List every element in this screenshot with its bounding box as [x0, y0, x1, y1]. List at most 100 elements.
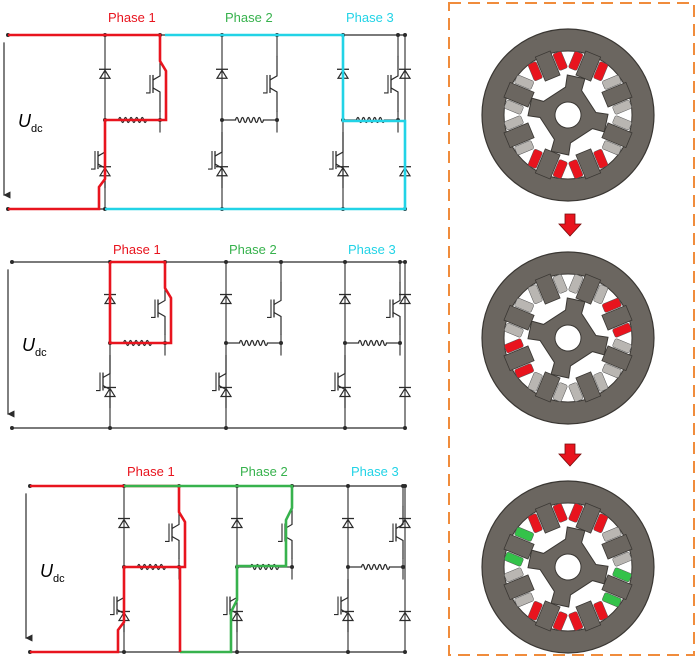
- junction-dot: [224, 260, 228, 264]
- junction-dot: [401, 484, 405, 488]
- diode-symbol: [398, 610, 412, 622]
- igbt-switch: [384, 55, 399, 112]
- phase-winding: [225, 339, 282, 347]
- igbt-switch: [267, 281, 282, 335]
- coil: [552, 274, 568, 294]
- current-path-phase3: [105, 33, 407, 211]
- coil: [568, 274, 584, 294]
- junction-dot: [224, 426, 228, 430]
- stator-pole: [601, 567, 633, 607]
- coil: [612, 338, 632, 354]
- junction-dot: [220, 118, 224, 122]
- coil: [528, 61, 543, 81]
- shaft-bore: [554, 553, 582, 581]
- transition-arrow-1: [558, 213, 582, 237]
- coil: [528, 372, 543, 392]
- transition-arrow-2: [558, 443, 582, 467]
- junction-dot: [108, 426, 112, 430]
- coil: [612, 551, 632, 567]
- stator-pole: [601, 527, 633, 567]
- rotor: [527, 74, 609, 156]
- coil: [528, 284, 543, 304]
- coil: [593, 284, 608, 304]
- junction-dot: [343, 426, 347, 430]
- coil: [593, 513, 608, 533]
- diode-symbol: [398, 68, 412, 79]
- junction-dot: [235, 650, 239, 654]
- circuit-bottom: Udc Phase 1 Phase 2 Phase 3: [25, 464, 412, 654]
- coil: [593, 601, 608, 621]
- diode-symbol: [398, 293, 412, 305]
- igbt-switch: [146, 55, 161, 112]
- down-arrow-icon: [558, 443, 582, 467]
- diode-symbol: [219, 293, 233, 305]
- phase-label: Phase 1: [127, 464, 175, 479]
- igbt-switch: [331, 355, 346, 409]
- stator-pole: [503, 75, 535, 115]
- junction-dot: [275, 118, 279, 122]
- phase-label: Phase 3: [348, 242, 396, 257]
- shaft-bore: [554, 101, 582, 129]
- phase-label: Phase 2: [225, 10, 273, 25]
- coil: [514, 363, 534, 378]
- coil: [504, 99, 524, 115]
- motor-state-3: [481, 480, 655, 654]
- coil: [514, 592, 534, 607]
- stator-pole: [568, 371, 608, 403]
- igbt-switch: [96, 355, 111, 409]
- current-path-phase2: [124, 484, 294, 654]
- phase-label: Phase 2: [240, 464, 288, 479]
- igbt-switch: [334, 579, 349, 633]
- stator-pole: [503, 298, 535, 338]
- junction-dot: [396, 33, 400, 37]
- junction-dot: [290, 565, 294, 569]
- coil: [514, 298, 534, 313]
- junction-dot: [224, 341, 228, 345]
- igbt-switch: [165, 505, 180, 559]
- diode-symbol: [398, 386, 412, 398]
- coil: [528, 513, 543, 533]
- junction-dot: [398, 341, 402, 345]
- junction-dot: [279, 341, 283, 345]
- junction-dot: [343, 260, 347, 264]
- phase-winding: [344, 339, 401, 347]
- diode-symbol: [230, 517, 244, 529]
- coil: [612, 99, 632, 115]
- junction-dot: [10, 426, 14, 430]
- coil: [602, 527, 622, 542]
- diode-symbol: [338, 293, 352, 305]
- current-path-excite: [30, 484, 187, 654]
- stator-pole: [601, 298, 633, 338]
- junction-dot: [346, 565, 350, 569]
- current-path-excite: [8, 33, 168, 211]
- coil: [593, 372, 608, 392]
- down-arrow-icon: [558, 213, 582, 237]
- motor-state-1: [481, 28, 655, 202]
- phase-winding: [221, 116, 278, 124]
- coil: [528, 601, 543, 621]
- rotor: [527, 297, 609, 379]
- coil: [602, 298, 622, 313]
- coil: [602, 592, 622, 607]
- junction-dot: [343, 341, 347, 345]
- igbt-switch: [386, 281, 401, 335]
- stator-pole: [503, 338, 535, 378]
- rotor: [527, 526, 609, 608]
- coil: [504, 322, 524, 338]
- stator-pole: [568, 600, 608, 632]
- phase-label: Phase 1: [113, 242, 161, 257]
- igbt-switch: [263, 55, 278, 112]
- coil: [514, 75, 534, 90]
- stator-pole: [503, 567, 535, 607]
- udc-label: Udc: [40, 561, 65, 585]
- stator-pole: [528, 50, 568, 82]
- current-path-freewheel: [108, 260, 173, 345]
- stator-pole: [528, 502, 568, 534]
- diode-symbol: [117, 517, 131, 529]
- phase-label: Phase 3: [351, 464, 399, 479]
- coil: [552, 611, 568, 631]
- igbt-switch: [329, 132, 344, 189]
- motor-state-2: [481, 251, 655, 425]
